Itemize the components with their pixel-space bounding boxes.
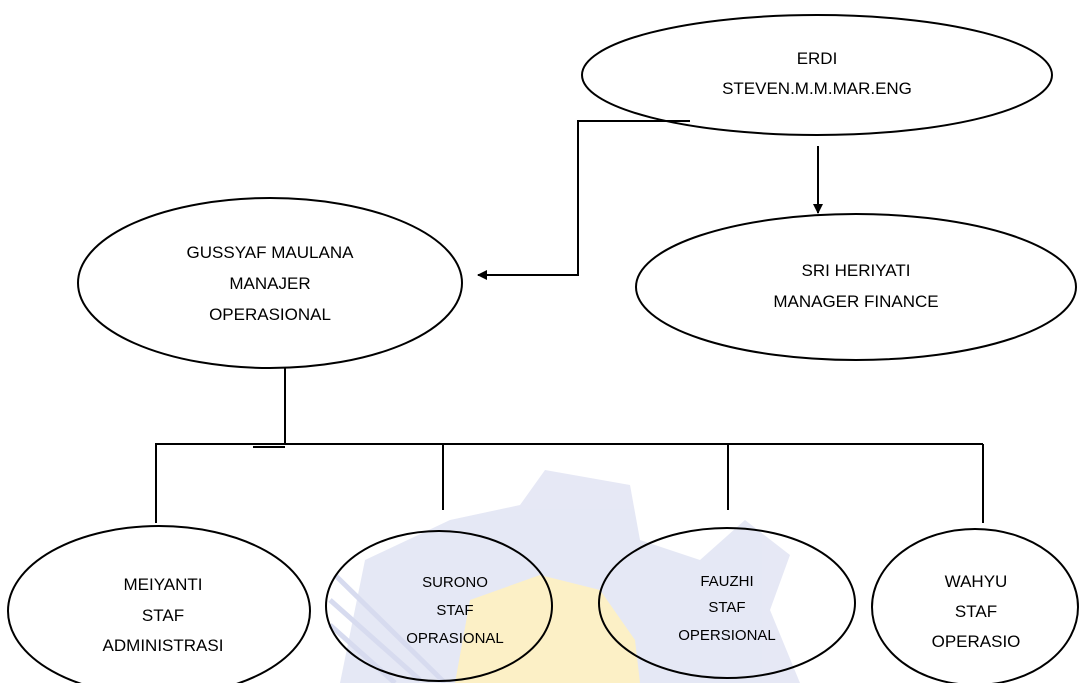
- staff-2-role: STAF: [436, 602, 473, 619]
- staff-4-role: STAF: [955, 602, 997, 621]
- staff-1-role: STAF: [142, 606, 184, 625]
- connector-director-ops: [477, 120, 690, 280]
- finance-manager-name: SRI HERIYATI: [802, 261, 911, 280]
- ops-manager-name: GUSSYAF MAULANA: [187, 243, 355, 262]
- node-director: ERDI STEVEN.M.M.MAR.ENG: [581, 14, 1053, 136]
- director-name: ERDI: [797, 49, 838, 68]
- node-staff-4: WAHYU STAF OPERASIO: [871, 528, 1079, 683]
- node-ops-manager: GUSSYAF MAULANA MANAJER OPERASIONAL: [77, 197, 463, 369]
- director-title: STEVEN.M.M.MAR.ENG: [722, 79, 912, 98]
- node-finance-manager: SRI HERIYATI MANAGER FINANCE: [635, 213, 1077, 361]
- staff-4-dept: OPERASIO: [932, 632, 1021, 651]
- staff-1-name: MEIYANTI: [123, 575, 202, 594]
- node-staff-2: SURONO STAF OPRASIONAL: [325, 530, 553, 682]
- staff-3-name: FAUZHI: [700, 573, 753, 590]
- ops-manager-dept: OPERASIONAL: [209, 305, 331, 324]
- staff-2-name: SURONO: [422, 574, 488, 591]
- staff-1-dept: ADMINISTRASI: [103, 636, 224, 655]
- staff-3-dept: OPERSIONAL: [678, 627, 776, 644]
- node-staff-3: FAUZHI STAF OPERSIONAL: [598, 527, 856, 679]
- staff-4-name: WAHYU: [945, 572, 1008, 591]
- staff-3-role: STAF: [708, 599, 745, 616]
- finance-manager-title: MANAGER FINANCE: [773, 292, 938, 311]
- watermark-logo: [328, 470, 800, 683]
- ops-manager-role: MANAJER: [229, 274, 310, 293]
- connectors: [155, 120, 984, 523]
- staff-2-dept: OPRASIONAL: [406, 630, 504, 647]
- node-staff-1: MEIYANTI STAF ADMINISTRASI: [7, 525, 311, 683]
